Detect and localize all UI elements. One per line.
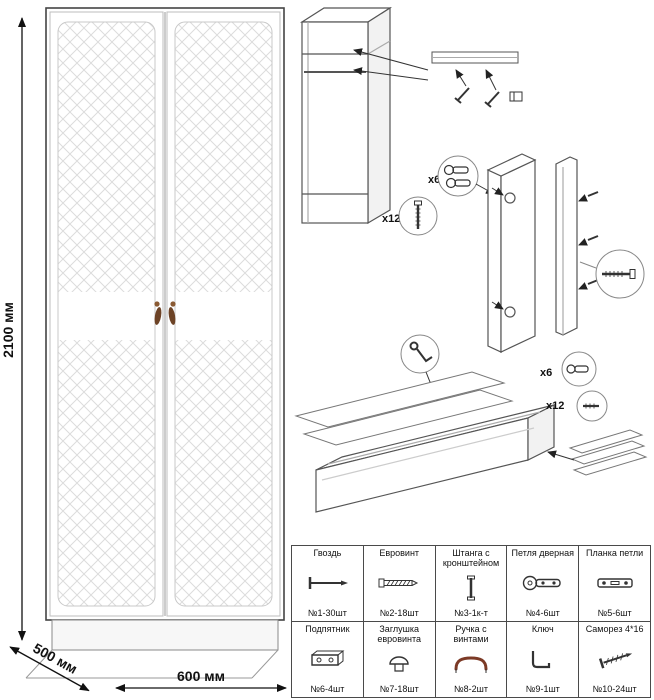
self-tapping-screw-icon	[591, 634, 639, 684]
part-name: Петля дверная	[511, 548, 575, 558]
hinge-count-bottom-label: x6	[540, 367, 552, 379]
nail-icon	[303, 558, 351, 608]
part-name: Евровинт	[379, 548, 420, 558]
confirmat-detail-icon	[602, 269, 636, 279]
dim-height: 2100 мм	[0, 17, 26, 641]
key-icon	[519, 634, 567, 684]
part-cell-screw-cap: Заглушка евровинта №7-18шт	[362, 621, 436, 698]
part-cell-handle: Ручка с винтами №8-2шт	[434, 621, 508, 698]
carcass-exploded	[299, 6, 393, 225]
part-qty: №10-24шт	[592, 684, 637, 694]
wardrobe-plinth	[25, 619, 279, 679]
part-cell-euro-screw: Евровинт №2-18шт	[362, 545, 436, 622]
euro-screw-icon	[375, 558, 423, 608]
handle-icon	[447, 644, 495, 684]
part-qty: №5-6шт	[597, 608, 632, 618]
part-cell-foot-pad: Подпятник №6-4шт	[291, 621, 364, 698]
part-name: Саморез 4*16	[585, 624, 644, 634]
wardrobe-front	[45, 7, 285, 621]
part-qty: №6-4шт	[310, 684, 345, 694]
part-qty: №9-1шт	[525, 684, 560, 694]
hinge-plate-icon	[591, 558, 639, 608]
screw-count-bottom-label: x12	[546, 400, 564, 412]
rail-screw-1	[454, 69, 470, 104]
part-qty: №1-30шт	[307, 608, 347, 618]
part-cell-nail: Гвоздь №1-30шт	[291, 545, 364, 622]
part-name: Штанга с кронштейном	[442, 548, 500, 569]
assembly-diagrams: x12 x6	[294, 6, 648, 513]
rod-with-bracket-icon	[447, 568, 495, 608]
part-name: Планка петли	[586, 548, 644, 558]
part-qty: №2-18шт	[379, 608, 419, 618]
parts-table: Гвоздь №1-30шт Евровинт	[291, 545, 651, 698]
screw-count-top-label: x12	[382, 213, 400, 225]
part-name: Заглушка евровинта	[377, 624, 421, 645]
side-panel-exploded	[555, 156, 578, 336]
rail-screw-2	[484, 69, 500, 108]
door-hinge-icon	[519, 558, 567, 608]
key-detail-icon	[409, 341, 433, 363]
parts-row-1: Гвоздь №1-30шт Евровинт	[291, 545, 651, 622]
door-handles	[154, 301, 176, 325]
euro-screw-detail-icon	[414, 200, 422, 229]
flat-panels	[294, 371, 514, 446]
hinge-detail-icon	[443, 164, 471, 189]
panel-screws	[578, 191, 599, 290]
part-cell-hinge: Петля дверная №4-6шт	[506, 545, 580, 622]
part-name: Гвоздь	[313, 548, 342, 558]
screw-detail-icon-2	[583, 403, 599, 409]
dim-width-label: 600 мм	[177, 668, 225, 684]
rail-detail	[431, 51, 523, 108]
part-cell-rod: Штанга с кронштейном №3-1к-т	[434, 545, 508, 622]
part-cell-hinge-plate: Планка петли №5-6шт	[578, 545, 651, 622]
part-qty: №7-18шт	[379, 684, 419, 694]
part-name: Ручка с винтами	[453, 624, 489, 645]
dim-height-label: 2100 мм	[0, 302, 16, 358]
part-qty: №8-2шт	[453, 684, 488, 694]
dim-width: 600 мм	[115, 668, 287, 692]
part-cell-key: Ключ №9-1шт	[506, 621, 580, 698]
base-box-exploded	[315, 404, 555, 513]
screw-cap-icon	[375, 644, 423, 684]
foot-pad-icon	[303, 634, 351, 684]
hinge-detail-icon-2	[566, 364, 589, 374]
part-name: Ключ	[531, 624, 554, 634]
hinge-count-top-label: x6	[428, 174, 440, 186]
part-name: Подпятник	[305, 624, 350, 634]
part-qty: №3-1к-т	[454, 608, 488, 618]
strip-stack	[568, 429, 648, 476]
part-qty: №4-6шт	[525, 608, 560, 618]
parts-row-2: Подпятник №6-4шт Заглушка евровинта	[291, 621, 651, 698]
wardrobe-drawing: 2100 мм 600 мм 500 мм	[0, 7, 287, 692]
door-exploded	[486, 153, 537, 353]
part-cell-self-tapping-screw: Саморез 4*16 №10-24шт	[578, 621, 651, 698]
